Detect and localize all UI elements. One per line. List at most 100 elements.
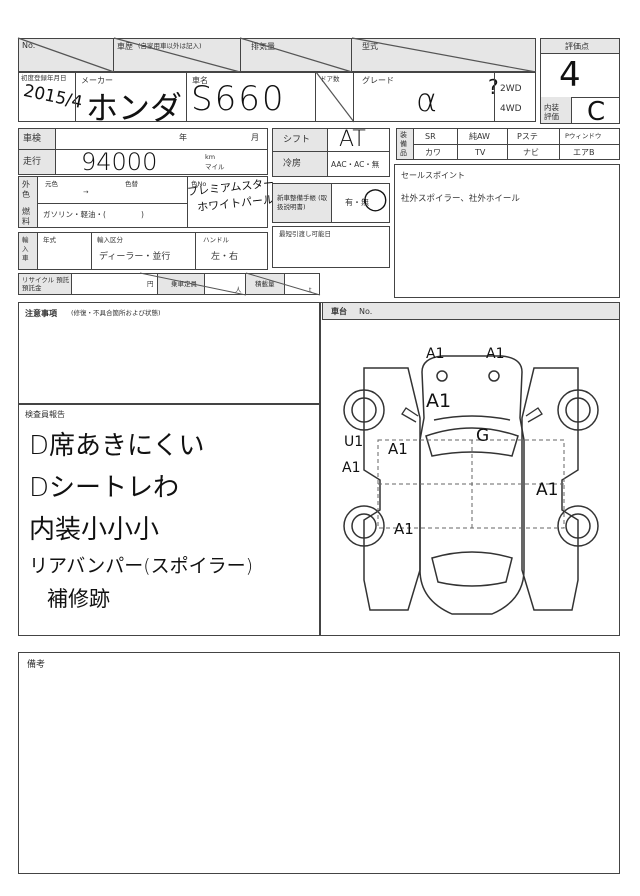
caution-label: 注意事項 xyxy=(25,309,57,318)
equipment-item-navi: ナビ xyxy=(523,148,539,157)
aircon-options: AAC・AC・無 xyxy=(331,160,380,169)
equipment-item-sr: SR xyxy=(425,132,436,141)
remarks-box: 備考 xyxy=(18,652,620,874)
inspection-label-cell xyxy=(19,129,56,149)
fuel-close: ) xyxy=(141,210,144,219)
load-unit: t xyxy=(309,286,312,294)
color-fuel-block: 外色 燃料 元色 → 色替 色No プレミアムスター ホワイトパール ガソリン・… xyxy=(18,176,275,228)
grade-score-header xyxy=(541,39,619,54)
inspector-line-4: リアバンパー(スポイラー) xyxy=(29,555,254,577)
latest-date-label: 最短引渡し可能日 xyxy=(279,230,331,238)
car-diagram-area: A1 A1 A1 U1 A1 A1 G A1 A1 xyxy=(322,320,620,636)
color-code-label: 色No xyxy=(191,180,207,188)
inspector-box: 検査員報告 D席あきにくい Dシートレわ 内装小小小 リアバンパー(スポイラー)… xyxy=(18,404,320,636)
mileage-unit-mile: マイル xyxy=(205,163,225,171)
equipment-col-divider-3 xyxy=(559,129,560,159)
diagram-mark-a1-left-rear: A1 xyxy=(394,520,414,538)
manual-value: 有・無 xyxy=(345,198,369,207)
fuel-label: 燃料 xyxy=(22,207,30,226)
recycle-row: リサイクル 預託預託金 円 乗車定員 人 積載量 t xyxy=(18,273,320,295)
recycle-label: リサイクル 預託預託金 xyxy=(22,276,70,292)
inspector-label: 検査員報告 xyxy=(25,410,65,419)
inspector-line-2: Dシートレわ xyxy=(29,473,180,503)
inspector-line-1: D席あきにくい xyxy=(29,431,205,461)
equipment-row-divider xyxy=(413,144,619,145)
color-original-label: 元色 xyxy=(45,180,58,188)
doors-label: ドア数 xyxy=(320,75,340,83)
shift-field: シフト AT xyxy=(272,127,390,152)
mileage-field: 走行 94000 km マイル xyxy=(18,148,268,176)
model-code-label: 型式 xyxy=(362,42,378,51)
latest-date-field: 最短引渡し可能日 xyxy=(272,226,390,268)
equipment-item-pw: Pウィンドウ xyxy=(565,132,602,140)
maker-label: メーカー xyxy=(81,76,113,85)
maker-field: メーカー ホンダ xyxy=(75,72,187,127)
drive-2wd-label: 2WD xyxy=(500,84,522,94)
diagram-mark-a1-left-fender: A1 xyxy=(342,460,361,476)
interior-label-cell xyxy=(541,97,572,123)
drive-4wd-label: 4WD xyxy=(500,104,522,114)
drive-mark: ? xyxy=(488,75,499,99)
car-name-field: 車名 S660 xyxy=(186,72,316,122)
grade-field: グレード α 2WD 4WD ? xyxy=(353,72,536,122)
shift-label: シフト xyxy=(283,135,311,145)
car-name-value: S660 xyxy=(191,79,286,119)
maker-value: ホンダ xyxy=(86,89,183,127)
diagram-mark-a1-hood: A1 xyxy=(426,390,452,412)
grade-score-label: 評価点 xyxy=(565,42,589,51)
color-fuel-divider xyxy=(37,203,187,204)
import-block: 輸入車 年式 輸入区分 ディーラー・並行 ハンドル 左・右 xyxy=(18,232,268,270)
interior-value: C xyxy=(587,97,606,127)
color-label: 外色 xyxy=(22,180,30,199)
mileage-label: 走行 xyxy=(23,157,42,167)
diagram-mark-g-windshield: G xyxy=(476,426,490,446)
manual-field: 新車整備手帳 (取扱説明書) 有・無 ◯ xyxy=(272,183,390,223)
mileage-unit-km: km xyxy=(205,153,216,161)
import-label: 輸入車 xyxy=(22,236,29,262)
diagram-mark-a1-front-right: A1 xyxy=(486,346,505,362)
diagram-mark-a1-front-left: A1 xyxy=(426,346,445,362)
inspector-line-3: 内装小小小 xyxy=(29,515,160,545)
recycle-strike-lines xyxy=(139,272,321,296)
import-label-cell xyxy=(19,233,38,269)
fuel-options: ガソリン・軽油・( xyxy=(43,210,106,219)
grade-score-value: 4 xyxy=(559,55,581,95)
load-label: 積載量 xyxy=(255,280,275,288)
color-change-label: 色替 xyxy=(125,180,138,188)
import-divider-1 xyxy=(91,233,92,269)
caution-box: 注意事項 (修復・不具合箇所および状態) xyxy=(18,302,320,404)
inspector-line-5: 補修跡 xyxy=(47,587,110,611)
color-fuel-label-cell xyxy=(19,177,38,227)
equipment-grid: 装備品 SR 純AW Pステ Pウィンドウ カワ TV ナビ エアB xyxy=(396,128,620,160)
handle-options: 左・右 xyxy=(211,252,239,262)
interior-divider xyxy=(541,97,619,98)
inspection-year-label: 年 xyxy=(179,133,187,142)
inspection-month-label: 月 xyxy=(251,133,259,142)
import-year-label: 年式 xyxy=(43,236,56,244)
first-reg-label: 初度登録年月日 xyxy=(21,74,67,82)
mileage-value: 94000 xyxy=(81,148,158,176)
caution-note: (修復・不具合箇所および状態) xyxy=(71,309,161,317)
manual-label: 新車整備手帳 (取扱説明書) xyxy=(277,194,328,211)
equipment-item-ps: Pステ xyxy=(517,132,538,141)
equipment-item-alloy: 純AW xyxy=(469,132,490,141)
drive-divider xyxy=(494,73,495,121)
header-strike-lines xyxy=(17,37,537,123)
no-label: No. xyxy=(22,41,36,50)
aircon-label: 冷房 xyxy=(283,159,302,169)
car-diagram-frame xyxy=(320,302,620,636)
color-code-divider xyxy=(187,177,188,227)
diagram-mark-a1-right: A1 xyxy=(536,480,559,500)
import-type-label: 輸入区分 xyxy=(97,236,123,244)
displacement-label: 排気量 xyxy=(251,42,275,51)
grade-label: グレード xyxy=(362,76,394,85)
import-divider-2 xyxy=(195,233,196,269)
history-note: (自家用車以外は記入) xyxy=(138,42,202,50)
chassis-label: 車台 xyxy=(331,307,347,316)
interior-label: 内装 評価 xyxy=(544,103,559,121)
capacity-unit: 人 xyxy=(235,286,242,294)
car-name-label: 車名 xyxy=(192,76,208,85)
sales-point-box: セールスポイント 社外スポイラー、社外ホイール xyxy=(394,164,620,298)
diagram-mark-a1-left-door: A1 xyxy=(388,440,408,458)
aircon-field: 冷房 AAC・AC・無 xyxy=(272,151,390,177)
